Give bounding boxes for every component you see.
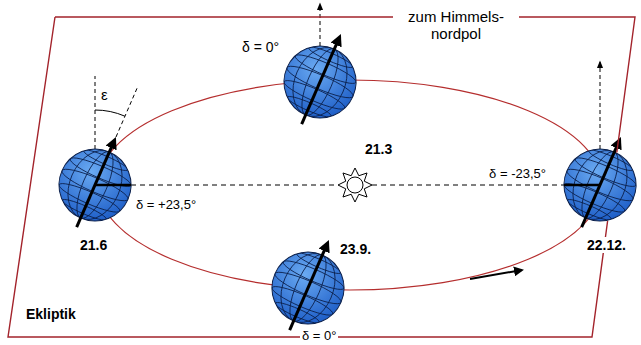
sun-rays — [338, 168, 372, 202]
declination-label: δ = +23,5° — [136, 198, 196, 213]
date-label: 21.6 — [80, 237, 107, 253]
obliquity-symbol: ε — [101, 86, 108, 103]
plane-name: Ekliptik — [26, 306, 76, 322]
declination-line — [95, 184, 131, 187]
pole-label: zum Himmels- nordpol — [393, 8, 519, 42]
sun-symbol — [338, 168, 372, 202]
axis-extension — [116, 86, 138, 137]
declination-label: δ = 0° — [300, 329, 338, 344]
date-label: 21.3 — [365, 141, 392, 157]
solstice-line — [131, 185, 338, 186]
pole-direction — [320, 4, 321, 46]
orbit-ellipse — [98, 80, 602, 290]
plane-border — [8, 17, 635, 337]
declination-label: δ = 0° — [242, 39, 279, 55]
declination-line — [564, 184, 600, 187]
solstice-line — [372, 185, 564, 186]
earth-june — [44, 130, 146, 241]
angle-arc — [95, 110, 125, 116]
earth-december — [549, 130, 641, 241]
earth-march — [269, 27, 371, 138]
declination-label: δ = -23,5° — [489, 167, 546, 182]
motion-arrow — [470, 270, 522, 279]
pole-direction — [600, 62, 601, 149]
pole-direction — [95, 76, 96, 149]
date-label: 23.9. — [340, 241, 371, 257]
date-label: 22.12. — [585, 237, 628, 253]
sun-disc — [347, 177, 363, 193]
